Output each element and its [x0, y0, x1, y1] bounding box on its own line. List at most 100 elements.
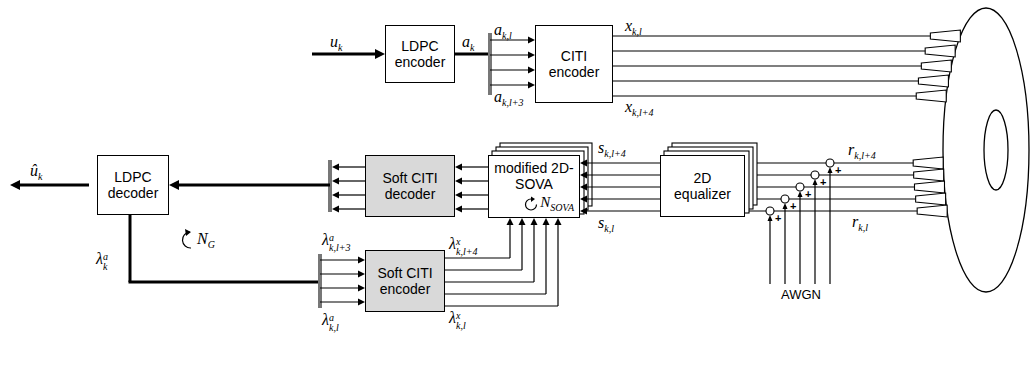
- wire: [461, 194, 488, 195]
- sign-label: +: [775, 213, 781, 224]
- arrow-head: [828, 167, 833, 173]
- detector-box: modified 2D-SOVA NSOVA: [488, 155, 580, 218]
- wire: [488, 33, 492, 95]
- block-name: modified 2D-SOVA: [494, 160, 574, 192]
- wire: [338, 194, 365, 195]
- disk-illustration: [613, 8, 1029, 292]
- arrow-head: [555, 218, 562, 225]
- arrow-head: [580, 172, 587, 179]
- block-name: LDPC encoder: [391, 38, 449, 70]
- head-symbol: [914, 181, 944, 193]
- signal-name: uk: [330, 33, 342, 53]
- signal-name: xk,l+4: [625, 98, 654, 118]
- arrow-head: [543, 218, 550, 225]
- signal-name: sk,l: [598, 214, 614, 234]
- arrow-head: [358, 257, 365, 264]
- signal-name: sk,l+4: [598, 139, 626, 159]
- wire: [745, 174, 914, 175]
- head-symbol: [930, 30, 960, 42]
- head-symbol: [914, 169, 944, 181]
- wire: [586, 210, 660, 211]
- arrow-head: [580, 160, 587, 167]
- wire: [461, 180, 488, 181]
- arrow-head: [798, 191, 803, 197]
- arrow-head: [528, 52, 535, 59]
- arrow-head: [185, 229, 191, 236]
- wire: [338, 180, 365, 181]
- arrow-head: [528, 82, 535, 89]
- wire: [745, 186, 914, 187]
- wire: [445, 269, 522, 270]
- wire: [521, 224, 522, 270]
- signal-name: λxk,l+4: [449, 235, 477, 257]
- wire: [557, 224, 558, 306]
- encoder-box: LDPC encoder: [385, 25, 455, 83]
- wire: [445, 257, 510, 258]
- wire: [445, 305, 558, 306]
- arrow-head: [169, 180, 179, 190]
- arrow-head: [528, 67, 535, 74]
- arrow-head: [455, 192, 462, 199]
- wire: [586, 174, 660, 175]
- wire: [613, 65, 921, 66]
- wire: [461, 166, 488, 167]
- iteration-count: NSOVA: [540, 194, 574, 213]
- signal-connector: [445, 218, 562, 306]
- wire: [318, 254, 322, 308]
- wire: [338, 208, 365, 209]
- head-symbol: [917, 205, 947, 217]
- head-symbol: [921, 60, 951, 72]
- arrow-head: [455, 206, 462, 213]
- arrow-head: [358, 285, 365, 292]
- wire: [799, 196, 800, 284]
- signal-connector: [580, 160, 660, 215]
- signal-name: λak,l: [322, 311, 339, 333]
- wire: [545, 224, 546, 294]
- adder-symbol: [811, 171, 819, 179]
- input-arrow: [312, 53, 377, 56]
- wire: [490, 84, 529, 85]
- block-name: CITI encoder: [541, 48, 607, 80]
- arrow-head: [531, 218, 538, 225]
- wire: [320, 273, 359, 274]
- arrow-head: [531, 196, 535, 202]
- arrow-head: [768, 215, 773, 221]
- wire: [461, 208, 488, 209]
- signal-name: ak: [462, 33, 474, 53]
- wire: [613, 35, 930, 36]
- head-symbol: [913, 157, 943, 169]
- signal-name: rk,l: [852, 213, 868, 233]
- block-name: 2D equalizer: [666, 170, 739, 202]
- wire: [829, 172, 830, 284]
- arrow-head: [455, 164, 462, 171]
- wire: [129, 281, 321, 284]
- iteration-row: NSOVA: [494, 194, 574, 213]
- sign-label: +: [790, 201, 796, 212]
- signal-connector: [455, 33, 535, 95]
- wire: [784, 208, 785, 284]
- wire: [509, 224, 510, 258]
- signal-name: λak: [96, 250, 108, 272]
- disk-outline: [943, 8, 1029, 292]
- signal-name: ak,l: [494, 21, 512, 41]
- wire: [178, 184, 330, 187]
- adder-symbol: [781, 195, 789, 203]
- arrow-head: [528, 37, 535, 44]
- wire: [445, 281, 534, 282]
- noise-label: AWGN: [781, 286, 821, 304]
- block-name: LDPC decoder: [103, 169, 163, 201]
- arrow-head: [783, 203, 788, 209]
- sign-label: +: [835, 165, 841, 176]
- adder-symbol: [796, 183, 804, 191]
- decoder-box: Soft CITI decoder: [365, 155, 455, 217]
- wire: [490, 69, 529, 70]
- signal-name: ak,l+3: [494, 88, 523, 108]
- signal-name: xk,l: [625, 17, 642, 37]
- signal-name: ûk: [30, 162, 42, 182]
- wire: [320, 259, 359, 260]
- arrow-head: [455, 178, 462, 185]
- equalizer-box: 2D equalizer: [660, 155, 745, 217]
- encoder-box: Soft CITI encoder: [365, 250, 445, 312]
- wire: [490, 54, 529, 55]
